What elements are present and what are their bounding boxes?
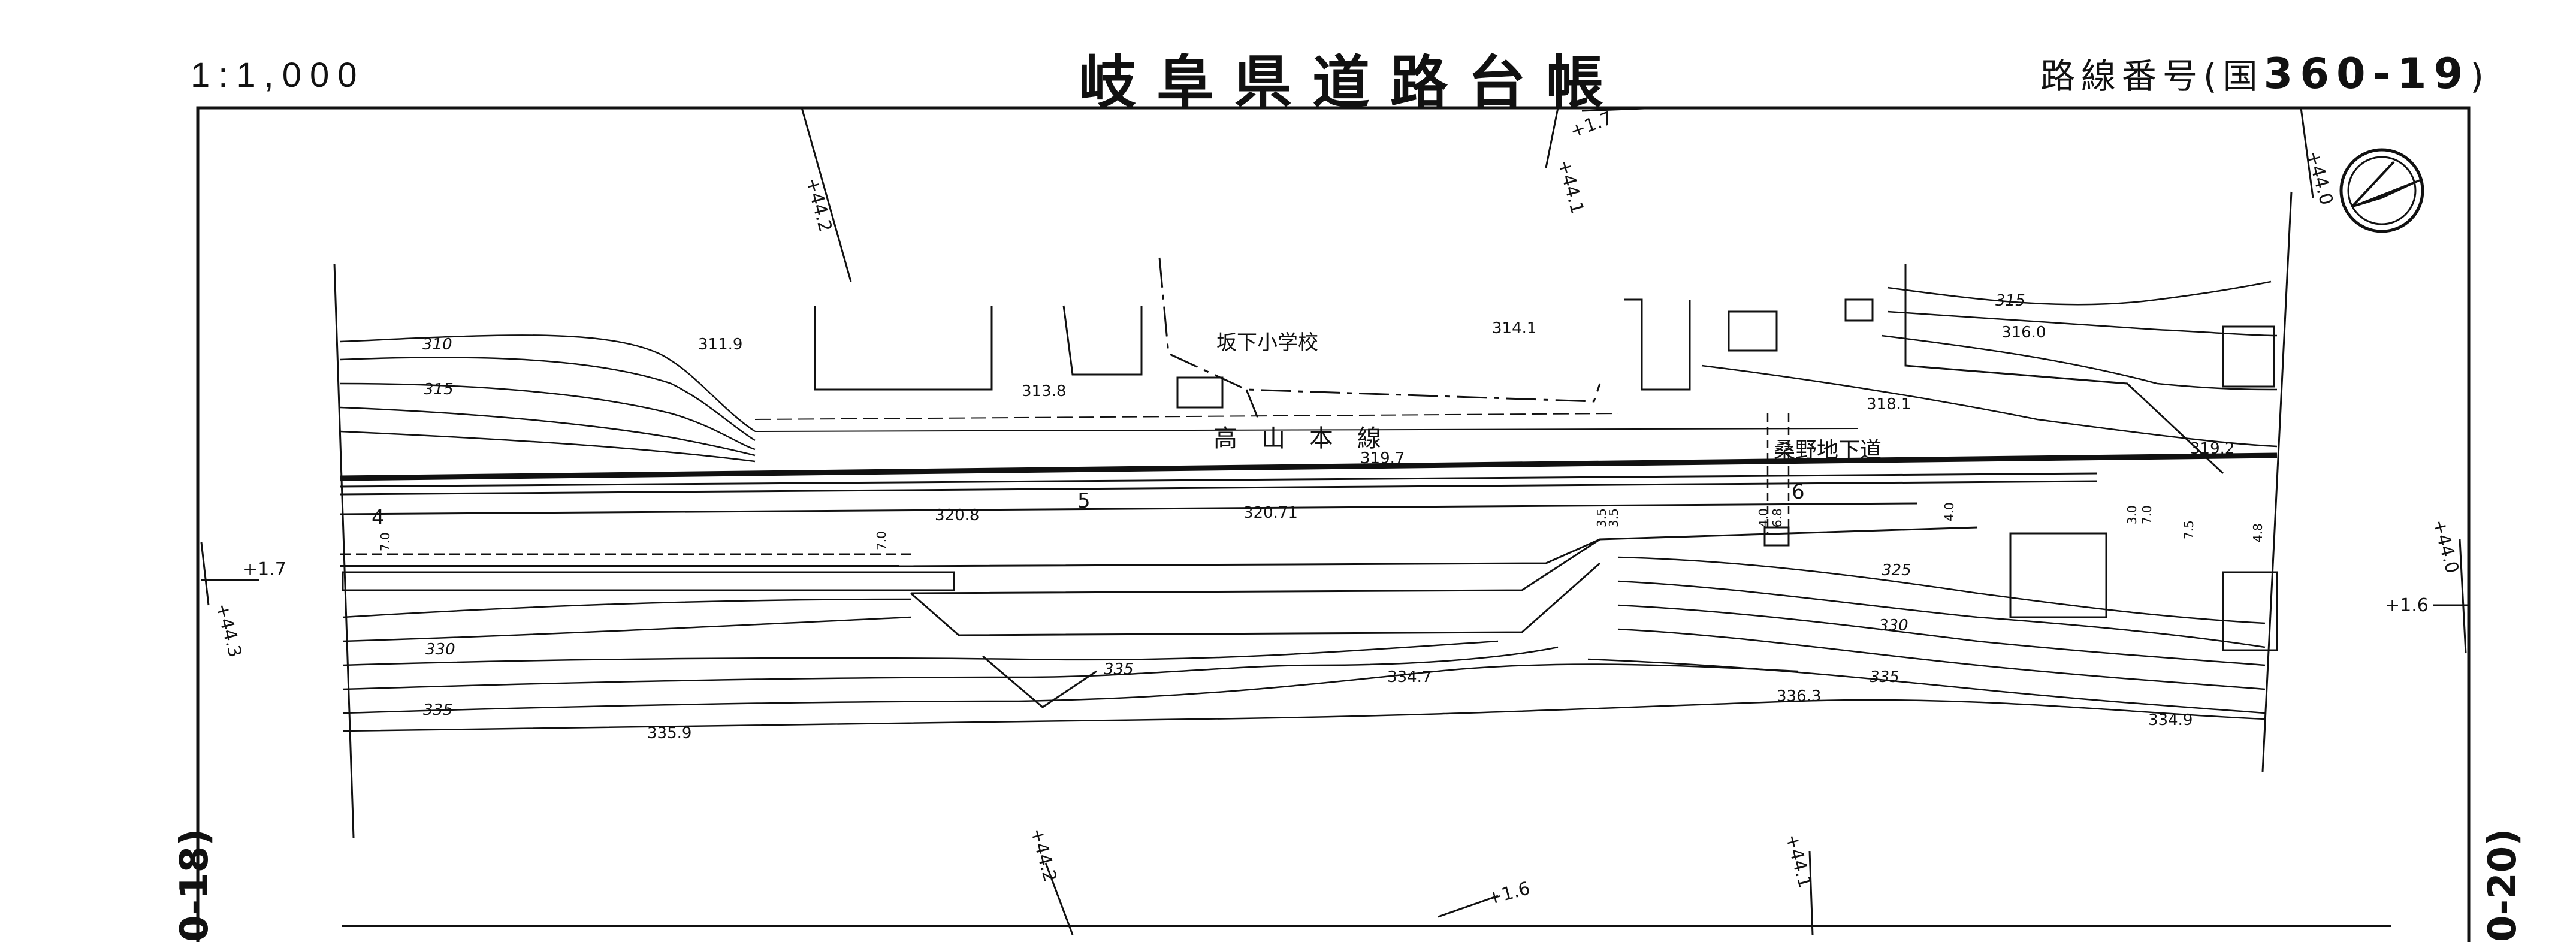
map-frame: [196, 106, 2471, 942]
elev-4: 316.0: [2001, 324, 2046, 342]
elev-3: 314.1: [1492, 319, 1536, 337]
map-scale: 1:1,000: [191, 56, 366, 95]
north-arrow-icon: [2339, 148, 2424, 233]
label-school: 坂下小学校: [1216, 331, 1318, 355]
elev-8: 320.8: [935, 506, 979, 524]
grid-ticks: [200, 107, 2469, 935]
grid-label-n3: +1.7: [1568, 108, 1615, 143]
contour-315b: 315: [1995, 292, 2025, 310]
grid-label-w1: +1.7: [243, 559, 286, 580]
road-edges: [340, 502, 1978, 708]
contour-330a: 330: [425, 641, 455, 659]
contour-310: 310: [422, 336, 452, 354]
elevation-labels: 311.9 313.8 314.1 316.0 318.1 319.7 319.…: [647, 319, 2234, 742]
contour-335b: 335: [1104, 660, 1134, 678]
station-4: 4: [372, 506, 385, 530]
grid-label-e1: +44.0: [2428, 517, 2463, 576]
retaining-wall-hatch: [342, 571, 955, 591]
station-6: 6: [1792, 480, 1805, 504]
route-number-value: 360-19: [2263, 49, 2471, 98]
width-3: 3.5: [1594, 508, 1609, 527]
elev-9: 320.71: [1243, 504, 1298, 522]
grid-label-s2: +1.6: [1485, 878, 1532, 910]
grid-label-e2: +1.6: [2385, 595, 2429, 616]
width-labels: 7.0 7.0 3.5 3.5 4.0 6.8 4.0 3.0 7.0 4.8 …: [378, 502, 2265, 551]
buildings: [814, 264, 2278, 651]
contour-335a: 335: [423, 701, 453, 719]
contour-labels: 310 315 315 325 330 330 335 335 335: [422, 292, 2025, 719]
survey-edge-left: [333, 263, 355, 838]
width-5: 4.0: [1756, 508, 1771, 527]
width-4: 3.5: [1606, 508, 1621, 527]
elev-7: 319.2: [2190, 440, 2234, 458]
label-underpass: 桑野地下道: [1774, 438, 1882, 463]
width-6: 6.8: [1770, 508, 1784, 527]
grid-label-n4: +44.0: [2302, 149, 2337, 207]
elev-11: 336.3: [1777, 687, 1821, 705]
width-7: 4.0: [1942, 502, 1956, 521]
elev-10: 334.7: [1387, 668, 1432, 686]
contour-325: 325: [1882, 561, 1911, 579]
grid-label-s1: +44.2: [1026, 826, 1061, 884]
contour-330b: 330: [1879, 617, 1908, 635]
width-11: 7.5: [2182, 520, 2196, 539]
width-9: 7.0: [2140, 505, 2154, 524]
elev-2: 313.8: [1022, 382, 1066, 400]
route-prefix: 路線番号(国: [2040, 56, 2264, 96]
grid-label-n2: +44.1: [1553, 158, 1588, 216]
width-2: 7.0: [874, 531, 889, 550]
embankment-ticks: [754, 413, 1858, 432]
width-10: 4.8: [2251, 523, 2265, 542]
station-numbers: 4 5 6: [372, 480, 1805, 530]
railway-line: [340, 452, 2278, 496]
map-title: 岐阜県道路台帳: [1079, 49, 1624, 116]
underpass-lines: [1766, 413, 1790, 533]
grid-label-w2: +44.3: [211, 601, 246, 660]
elev-1: 311.9: [698, 336, 742, 354]
school-boundary: [1158, 257, 1601, 420]
label-railway: 高 山 本 線: [1213, 425, 1381, 452]
grid-label-n1: +44.2: [801, 176, 836, 234]
contour-335c: 335: [1870, 668, 1899, 686]
width-1: 7.0: [378, 532, 392, 551]
route-suffix: ): [2470, 56, 2490, 96]
survey-edge-right: [2261, 191, 2293, 772]
contour-315a: 315: [424, 381, 454, 398]
elev-6: 319.7: [1360, 449, 1405, 467]
station-5: 5: [1077, 489, 1091, 513]
elev-12: 335.9: [647, 724, 691, 742]
width-8: 3.0: [2125, 505, 2139, 524]
route-number: 路線番号(国360-19): [2040, 48, 2490, 98]
elev-5: 318.1: [1867, 395, 1911, 413]
elev-13: 334.9: [2148, 711, 2193, 729]
place-labels: 坂下小学校 高 山 本 線 桑野地下道: [1213, 331, 1882, 463]
